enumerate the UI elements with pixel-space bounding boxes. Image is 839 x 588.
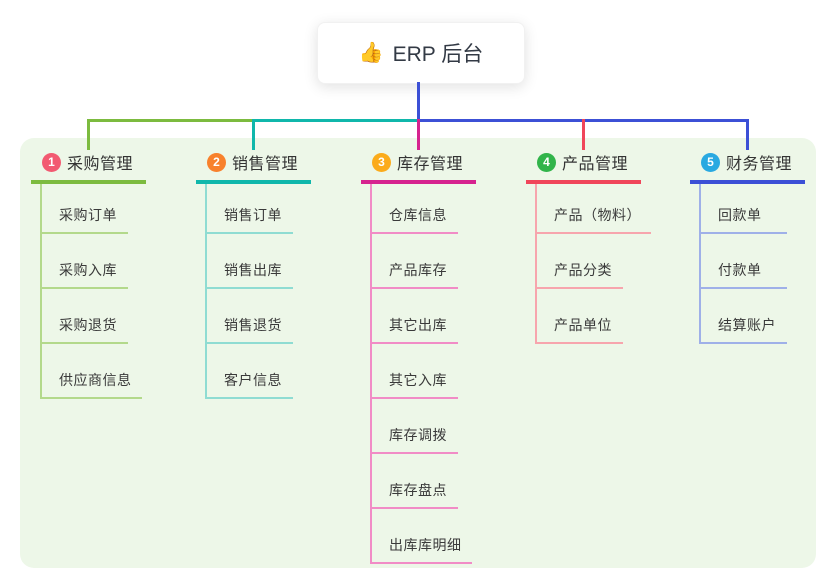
branch-number-badge: 2 (207, 152, 226, 172)
branch-inventory-children: 仓库信息 产品库存 其它出库 其它入库 库存调拨 库存盘点 出库库明细 (370, 184, 521, 564)
tree-node[interactable]: 销售出库 (207, 234, 293, 289)
connector-drop-product (582, 119, 585, 150)
branch-number-badge: 3 (372, 152, 391, 172)
tree-node[interactable]: 采购入库 (42, 234, 128, 289)
tree-node[interactable]: 其它出库 (372, 289, 458, 344)
branch-title: 产品管理 (562, 156, 629, 173)
tree-node[interactable]: 销售订单 (207, 184, 293, 234)
tree-node[interactable]: 产品库存 (372, 234, 458, 289)
branch-purchase: 1 采购管理 采购订单 采购入库 采购退货 供应商信息 (31, 148, 191, 399)
tree-node[interactable]: 采购退货 (42, 289, 128, 344)
branch-product: 4 产品管理 产品（物料） 产品分类 产品单位 (526, 148, 686, 344)
branch-title: 财务管理 (726, 156, 793, 173)
tree-node[interactable]: 客户信息 (207, 344, 293, 399)
tree-node[interactable]: 结算账户 (701, 289, 787, 344)
tree-node[interactable]: 产品分类 (537, 234, 623, 289)
tree-node[interactable]: 销售退货 (207, 289, 293, 344)
tree-node[interactable]: 其它入库 (372, 344, 458, 399)
branch-sales-header[interactable]: 2 销售管理 (196, 148, 311, 184)
connector-horizontal-green (87, 119, 254, 122)
tree-node[interactable]: 库存盘点 (372, 454, 458, 509)
branch-product-header[interactable]: 4 产品管理 (526, 148, 641, 184)
connector-horizontal-teal (254, 119, 419, 122)
branch-purchase-children: 采购订单 采购入库 采购退货 供应商信息 (40, 184, 191, 399)
branch-sales: 2 销售管理 销售订单 销售出库 销售退货 客户信息 (196, 148, 356, 399)
branch-title: 库存管理 (397, 156, 464, 173)
tree-node[interactable]: 回款单 (701, 184, 787, 234)
connector-drop-inventory (417, 119, 420, 150)
branch-finance: 5 财务管理 回款单 付款单 结算账户 (690, 148, 839, 344)
connector-drop-sales (252, 119, 255, 150)
branch-sales-children: 销售订单 销售出库 销售退货 客户信息 (205, 184, 356, 399)
branch-inventory-header[interactable]: 3 库存管理 (361, 148, 476, 184)
branch-number-badge: 5 (701, 152, 720, 172)
connector-drop-purchase (87, 119, 90, 150)
root-node-erp[interactable]: 👍 ERP 后台 (317, 22, 525, 84)
tree-node[interactable]: 出库库明细 (372, 509, 472, 564)
tree-node[interactable]: 库存调拨 (372, 399, 458, 454)
branch-purchase-header[interactable]: 1 采购管理 (31, 148, 146, 184)
root-node-label: ERP 后台 (392, 43, 484, 66)
branch-finance-header[interactable]: 5 财务管理 (690, 148, 805, 184)
branch-product-children: 产品（物料） 产品分类 产品单位 (535, 184, 686, 344)
branch-number-badge: 4 (537, 152, 556, 172)
thumbs-up-icon: 👍 (358, 42, 384, 64)
branch-title: 采购管理 (67, 156, 134, 173)
tree-node[interactable]: 产品单位 (537, 289, 623, 344)
branch-inventory: 3 库存管理 仓库信息 产品库存 其它出库 其它入库 库存调拨 库存盘点 出库库… (361, 148, 521, 564)
tree-node[interactable]: 供应商信息 (42, 344, 142, 399)
branch-number-badge: 1 (42, 152, 61, 172)
branch-title: 销售管理 (232, 156, 299, 173)
tree-node[interactable]: 付款单 (701, 234, 787, 289)
connector-root-vertical (417, 82, 420, 122)
branch-finance-children: 回款单 付款单 结算账户 (699, 184, 839, 344)
connector-drop-finance (746, 119, 749, 150)
tree-node[interactable]: 产品（物料） (537, 184, 651, 234)
tree-node[interactable]: 采购订单 (42, 184, 128, 234)
mindmap-panel-background (20, 138, 816, 568)
tree-node[interactable]: 仓库信息 (372, 184, 458, 234)
